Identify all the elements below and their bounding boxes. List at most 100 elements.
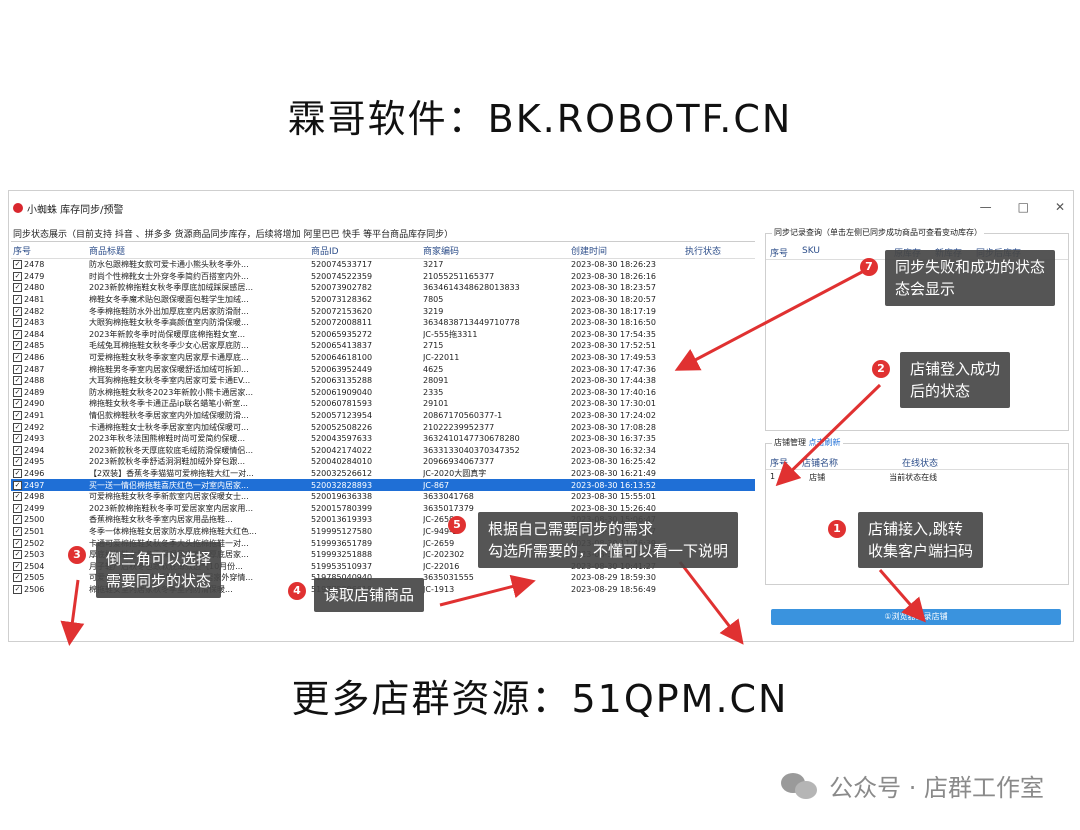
row-checkbox[interactable]: ✓ — [13, 411, 22, 421]
row-checkbox[interactable]: ✓ — [13, 550, 22, 560]
row-checkbox[interactable]: ✓ — [13, 538, 22, 548]
row-created-time: 2023-08-30 16:21:49 — [571, 468, 656, 478]
table-row[interactable]: ✓2496【2双装】香蕉冬季猫猫可爱棉拖鞋大红一对...520032526612… — [11, 468, 755, 480]
row-checkbox[interactable]: ✓ — [13, 526, 22, 536]
row-checkbox[interactable]: ✓ — [13, 457, 22, 467]
row-checkbox[interactable]: ✓ — [13, 492, 22, 502]
row-merchant-code: JC-1913 — [423, 584, 455, 594]
row-checkbox[interactable]: ✓ — [13, 364, 22, 374]
footer-banner: 更多店群资源：51QPM.CN — [291, 677, 789, 721]
minimize-icon[interactable]: — — [979, 200, 992, 214]
shop-col-index[interactable]: 序号 — [770, 459, 789, 469]
row-checkbox[interactable]: ✓ — [13, 573, 22, 583]
shop-row[interactable]: 1 店铺 当前状态在线 — [766, 472, 1068, 483]
row-checkbox[interactable]: ✓ — [13, 584, 22, 594]
row-checkbox[interactable]: ✓ — [13, 329, 22, 339]
row-merchant-code: JC-949-1 — [423, 526, 458, 536]
shop-col-name[interactable]: 店铺名称 — [802, 459, 839, 469]
row-checkbox[interactable]: ✓ — [13, 271, 22, 281]
row-index-cell: ✓2503 — [11, 550, 89, 560]
row-merchant-code: 3635017379 — [423, 503, 474, 513]
row-merchant-code: 29101 — [423, 399, 449, 409]
row-index: 2501 — [24, 526, 45, 536]
row-index: 2492 — [24, 422, 45, 432]
row-index: 2484 — [24, 329, 45, 339]
row-title: 冬季一体棉拖鞋女居家防水厚底棉拖鞋大红色... — [89, 526, 257, 536]
row-created-time: 2023-08-30 17:40:16 — [571, 387, 656, 397]
row-checkbox[interactable]: ✓ — [13, 422, 22, 432]
row-checkbox[interactable]: ✓ — [13, 503, 22, 513]
row-index: 2500 — [24, 515, 45, 525]
row-checkbox[interactable]: ✓ — [13, 387, 22, 397]
rec-col-index[interactable]: 序号 — [770, 249, 789, 259]
row-checkbox[interactable]: ✓ — [13, 353, 22, 363]
row-merchant-code: 20966934067377 — [423, 457, 495, 467]
row-checkbox[interactable]: ✓ — [13, 480, 22, 490]
browser-login-button[interactable]: ①浏览器登录店铺 — [771, 609, 1061, 625]
row-checkbox[interactable]: ✓ — [13, 260, 22, 270]
refresh-link[interactable]: 点击刷新 — [808, 438, 841, 447]
row-checkbox[interactable]: ✓ — [13, 399, 22, 409]
maximize-icon[interactable]: □ — [1017, 200, 1029, 214]
col-header-status[interactable]: 执行状态 — [685, 246, 722, 257]
row-checkbox[interactable]: ✓ — [13, 561, 22, 571]
row-title: 【2双装】香蕉冬季猫猫可爱棉拖鞋大红一对... — [89, 468, 254, 478]
row-index: 2486 — [24, 353, 45, 363]
row-merchant-code: 2715 — [423, 341, 444, 351]
row-index: 2485 — [24, 341, 45, 351]
row-checkbox[interactable]: ✓ — [13, 306, 22, 316]
col-header-title[interactable]: 商品标题 — [89, 246, 126, 257]
row-checkbox[interactable]: ✓ — [13, 318, 22, 328]
row-index: 2506 — [24, 584, 45, 594]
row-title: 2023年新款冬季时尚保暖厚底棉拖鞋女室... — [89, 329, 245, 339]
row-checkbox[interactable]: ✓ — [13, 341, 22, 351]
row-checkbox[interactable]: ✓ — [13, 445, 22, 455]
row-checkbox[interactable]: ✓ — [13, 376, 22, 386]
row-checkbox[interactable]: ✓ — [13, 434, 22, 444]
row-checkbox[interactable]: ✓ — [13, 295, 22, 305]
row-index: 2487 — [24, 364, 45, 374]
row-index: 2488 — [24, 376, 45, 386]
rec-col-sku[interactable]: SKU — [802, 246, 820, 256]
row-index: 2495 — [24, 457, 45, 467]
row-checkbox[interactable]: ✓ — [13, 283, 22, 293]
col-header-index[interactable]: 序号 — [13, 246, 32, 257]
row-product-id: 519995127580 — [311, 526, 373, 536]
row-index-cell: ✓2492 — [11, 422, 89, 432]
row-checkbox[interactable]: ✓ — [13, 515, 22, 525]
row-product-id: 519993251888 — [311, 550, 373, 560]
close-icon[interactable]: ✕ — [1054, 200, 1065, 214]
row-created-time: 2023-08-30 15:26:40 — [571, 503, 656, 513]
row-checkbox[interactable]: ✓ — [13, 468, 22, 478]
row-product-id: 520052508226 — [311, 422, 373, 432]
row-created-time: 2023-08-29 18:59:30 — [571, 573, 656, 583]
col-header-created[interactable]: 创建时间 — [571, 246, 608, 257]
col-header-code[interactable]: 商家编码 — [423, 246, 460, 257]
row-title: 香蕉棉拖鞋女秋冬季室内居家用品拖鞋... — [89, 515, 233, 525]
shop-col-status[interactable]: 在线状态 — [902, 459, 939, 469]
row-title: 防水包跟棉鞋女款可爱卡通小熊头秋冬季外... — [89, 260, 249, 270]
title-bar: 小蜘蛛 库存同步/预警 — [9, 191, 1073, 225]
col-header-id[interactable]: 商品ID — [311, 246, 339, 257]
